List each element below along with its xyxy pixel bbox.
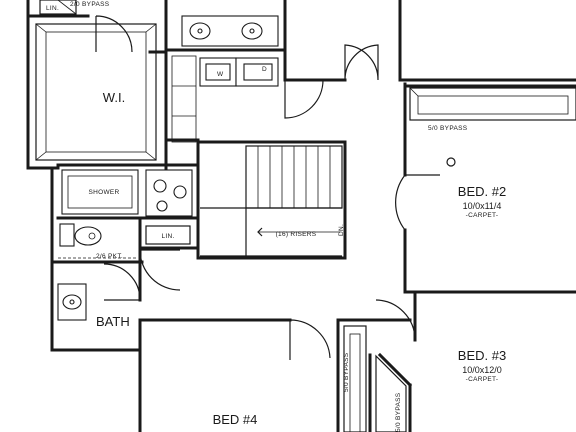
bed2-name: BED. #2 bbox=[458, 184, 506, 199]
shower: SHOWER bbox=[61, 169, 139, 215]
shower-label: SHOWER bbox=[88, 189, 119, 196]
lin-closet: LIN. bbox=[145, 225, 191, 245]
pocket-door-label: 2/6 PKT. bbox=[96, 253, 123, 260]
stair-direction-label: DN. bbox=[338, 224, 345, 236]
bed2: 5/0 BYPASS BED. #2 10/0x11/4 -CARPET- bbox=[409, 87, 576, 219]
appliance-d-icon: D bbox=[262, 66, 267, 73]
bed2-floor: -CARPET- bbox=[466, 212, 499, 219]
bath-door[interactable] bbox=[103, 263, 141, 301]
lin-label: LIN. bbox=[161, 233, 174, 240]
bed4-name: BED #4 bbox=[213, 412, 258, 427]
walls bbox=[26, 0, 576, 432]
bed2-closet-label: 5/0 BYPASS bbox=[428, 125, 468, 132]
bed4-door[interactable] bbox=[289, 319, 331, 360]
top-lin-label: LIN. bbox=[46, 5, 59, 12]
toilet bbox=[59, 223, 102, 247]
wi-door[interactable] bbox=[95, 15, 133, 53]
bed3-closet-label: 5/0 BYPASS bbox=[343, 352, 350, 392]
laundry-door[interactable] bbox=[284, 79, 324, 119]
bed3: 5/0 BYPASS BED. #3 10/0x12/0 -CARPET- bbox=[343, 325, 506, 432]
cooktop-cabinet bbox=[145, 169, 193, 217]
ceiling-light-icon bbox=[446, 157, 456, 167]
stair-risers-label: (16) RISERS bbox=[276, 231, 317, 238]
top-left-closet: LIN. 2/0 BYPASS bbox=[39, 0, 110, 15]
bed3-size: 10/0x12/0 bbox=[462, 365, 502, 375]
appliance-w-icon: W bbox=[217, 71, 224, 78]
bed3-name: BED. #3 bbox=[458, 348, 506, 363]
laundry-appliances: W D bbox=[171, 55, 279, 143]
double-vanity bbox=[181, 15, 279, 47]
bed2-size: 10/0x11/4 bbox=[463, 201, 502, 211]
bath-label: BATH bbox=[96, 314, 130, 329]
wi-label: W.I. bbox=[103, 90, 125, 105]
double-door[interactable] bbox=[344, 44, 379, 81]
bath-vanity bbox=[57, 283, 87, 321]
stairs: (16) RISERS DN. bbox=[200, 145, 345, 257]
bed2-door[interactable] bbox=[395, 174, 440, 231]
bed3-floor: -CARPET- bbox=[466, 376, 499, 383]
lin-door[interactable] bbox=[139, 249, 181, 291]
bed3-door[interactable] bbox=[375, 295, 416, 341]
top-bypass-label: 2/0 BYPASS bbox=[70, 1, 110, 8]
bed4: 5/0 BYPASS BED #4 bbox=[213, 392, 402, 432]
bed4-closet-label: 5/0 BYPASS bbox=[395, 392, 402, 432]
stair-arrow-icon bbox=[257, 227, 263, 237]
